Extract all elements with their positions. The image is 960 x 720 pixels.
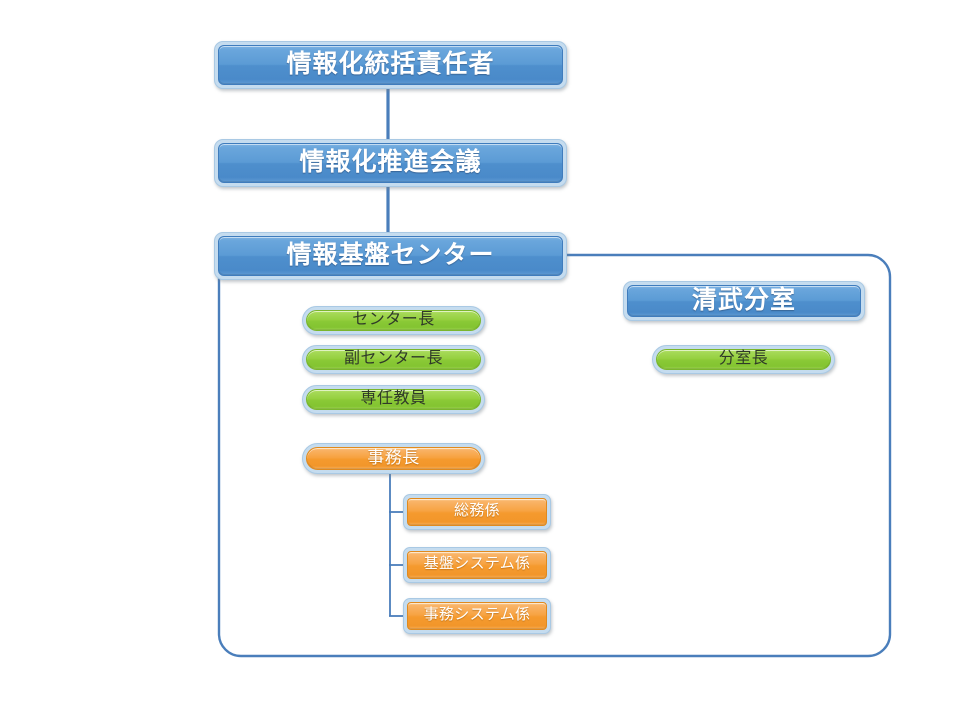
- node-administrative-systems-section[interactable]: 事務システム係: [403, 598, 551, 634]
- node-fill: [218, 236, 563, 276]
- node-full-time-faculty[interactable]: 専任教員: [302, 385, 485, 414]
- node-center-director[interactable]: センター長: [302, 306, 485, 335]
- node-general-affairs-section[interactable]: 総務係: [403, 494, 551, 530]
- node-label: 専任教員: [360, 389, 427, 407]
- node-fill: [407, 498, 547, 526]
- node-infrastructure-systems-section[interactable]: 基盤システム係: [403, 547, 551, 583]
- node-fill: [306, 389, 481, 410]
- node-label: 総務係: [454, 502, 500, 519]
- node-label: 事務長: [367, 448, 420, 467]
- node-cio[interactable]: 情報化統括責任者: [214, 41, 567, 89]
- node-label: センター長: [352, 310, 435, 328]
- node-label: 清武分室: [691, 286, 796, 314]
- node-label: 分室長: [718, 349, 769, 367]
- node-label: 基盤システム係: [423, 555, 531, 572]
- node-label: 情報基盤センター: [286, 241, 495, 269]
- node-info-infrastructure-center[interactable]: 情報基盤センター: [214, 232, 567, 280]
- node-fill: [218, 143, 563, 183]
- node-label: 情報化推進会議: [299, 148, 482, 176]
- node-fill: [627, 285, 861, 317]
- node-label: 副センター長: [343, 349, 443, 367]
- node-fill: [407, 602, 547, 630]
- node-branch-director[interactable]: 分室長: [652, 345, 835, 374]
- node-fill: [218, 45, 563, 85]
- node-kiyotake-branch[interactable]: 清武分室: [623, 281, 865, 321]
- node-fill: [306, 447, 481, 470]
- node-fill: [306, 310, 481, 331]
- node-label: 事務システム係: [423, 606, 531, 623]
- node-administration-director[interactable]: 事務長: [302, 443, 485, 474]
- node-fill: [656, 349, 831, 370]
- node-fill: [306, 349, 481, 370]
- node-fill: [407, 551, 547, 579]
- node-label: 情報化統括責任者: [286, 50, 495, 78]
- node-deputy-center-director[interactable]: 副センター長: [302, 345, 485, 374]
- node-promotion-council[interactable]: 情報化推進会議: [214, 139, 567, 187]
